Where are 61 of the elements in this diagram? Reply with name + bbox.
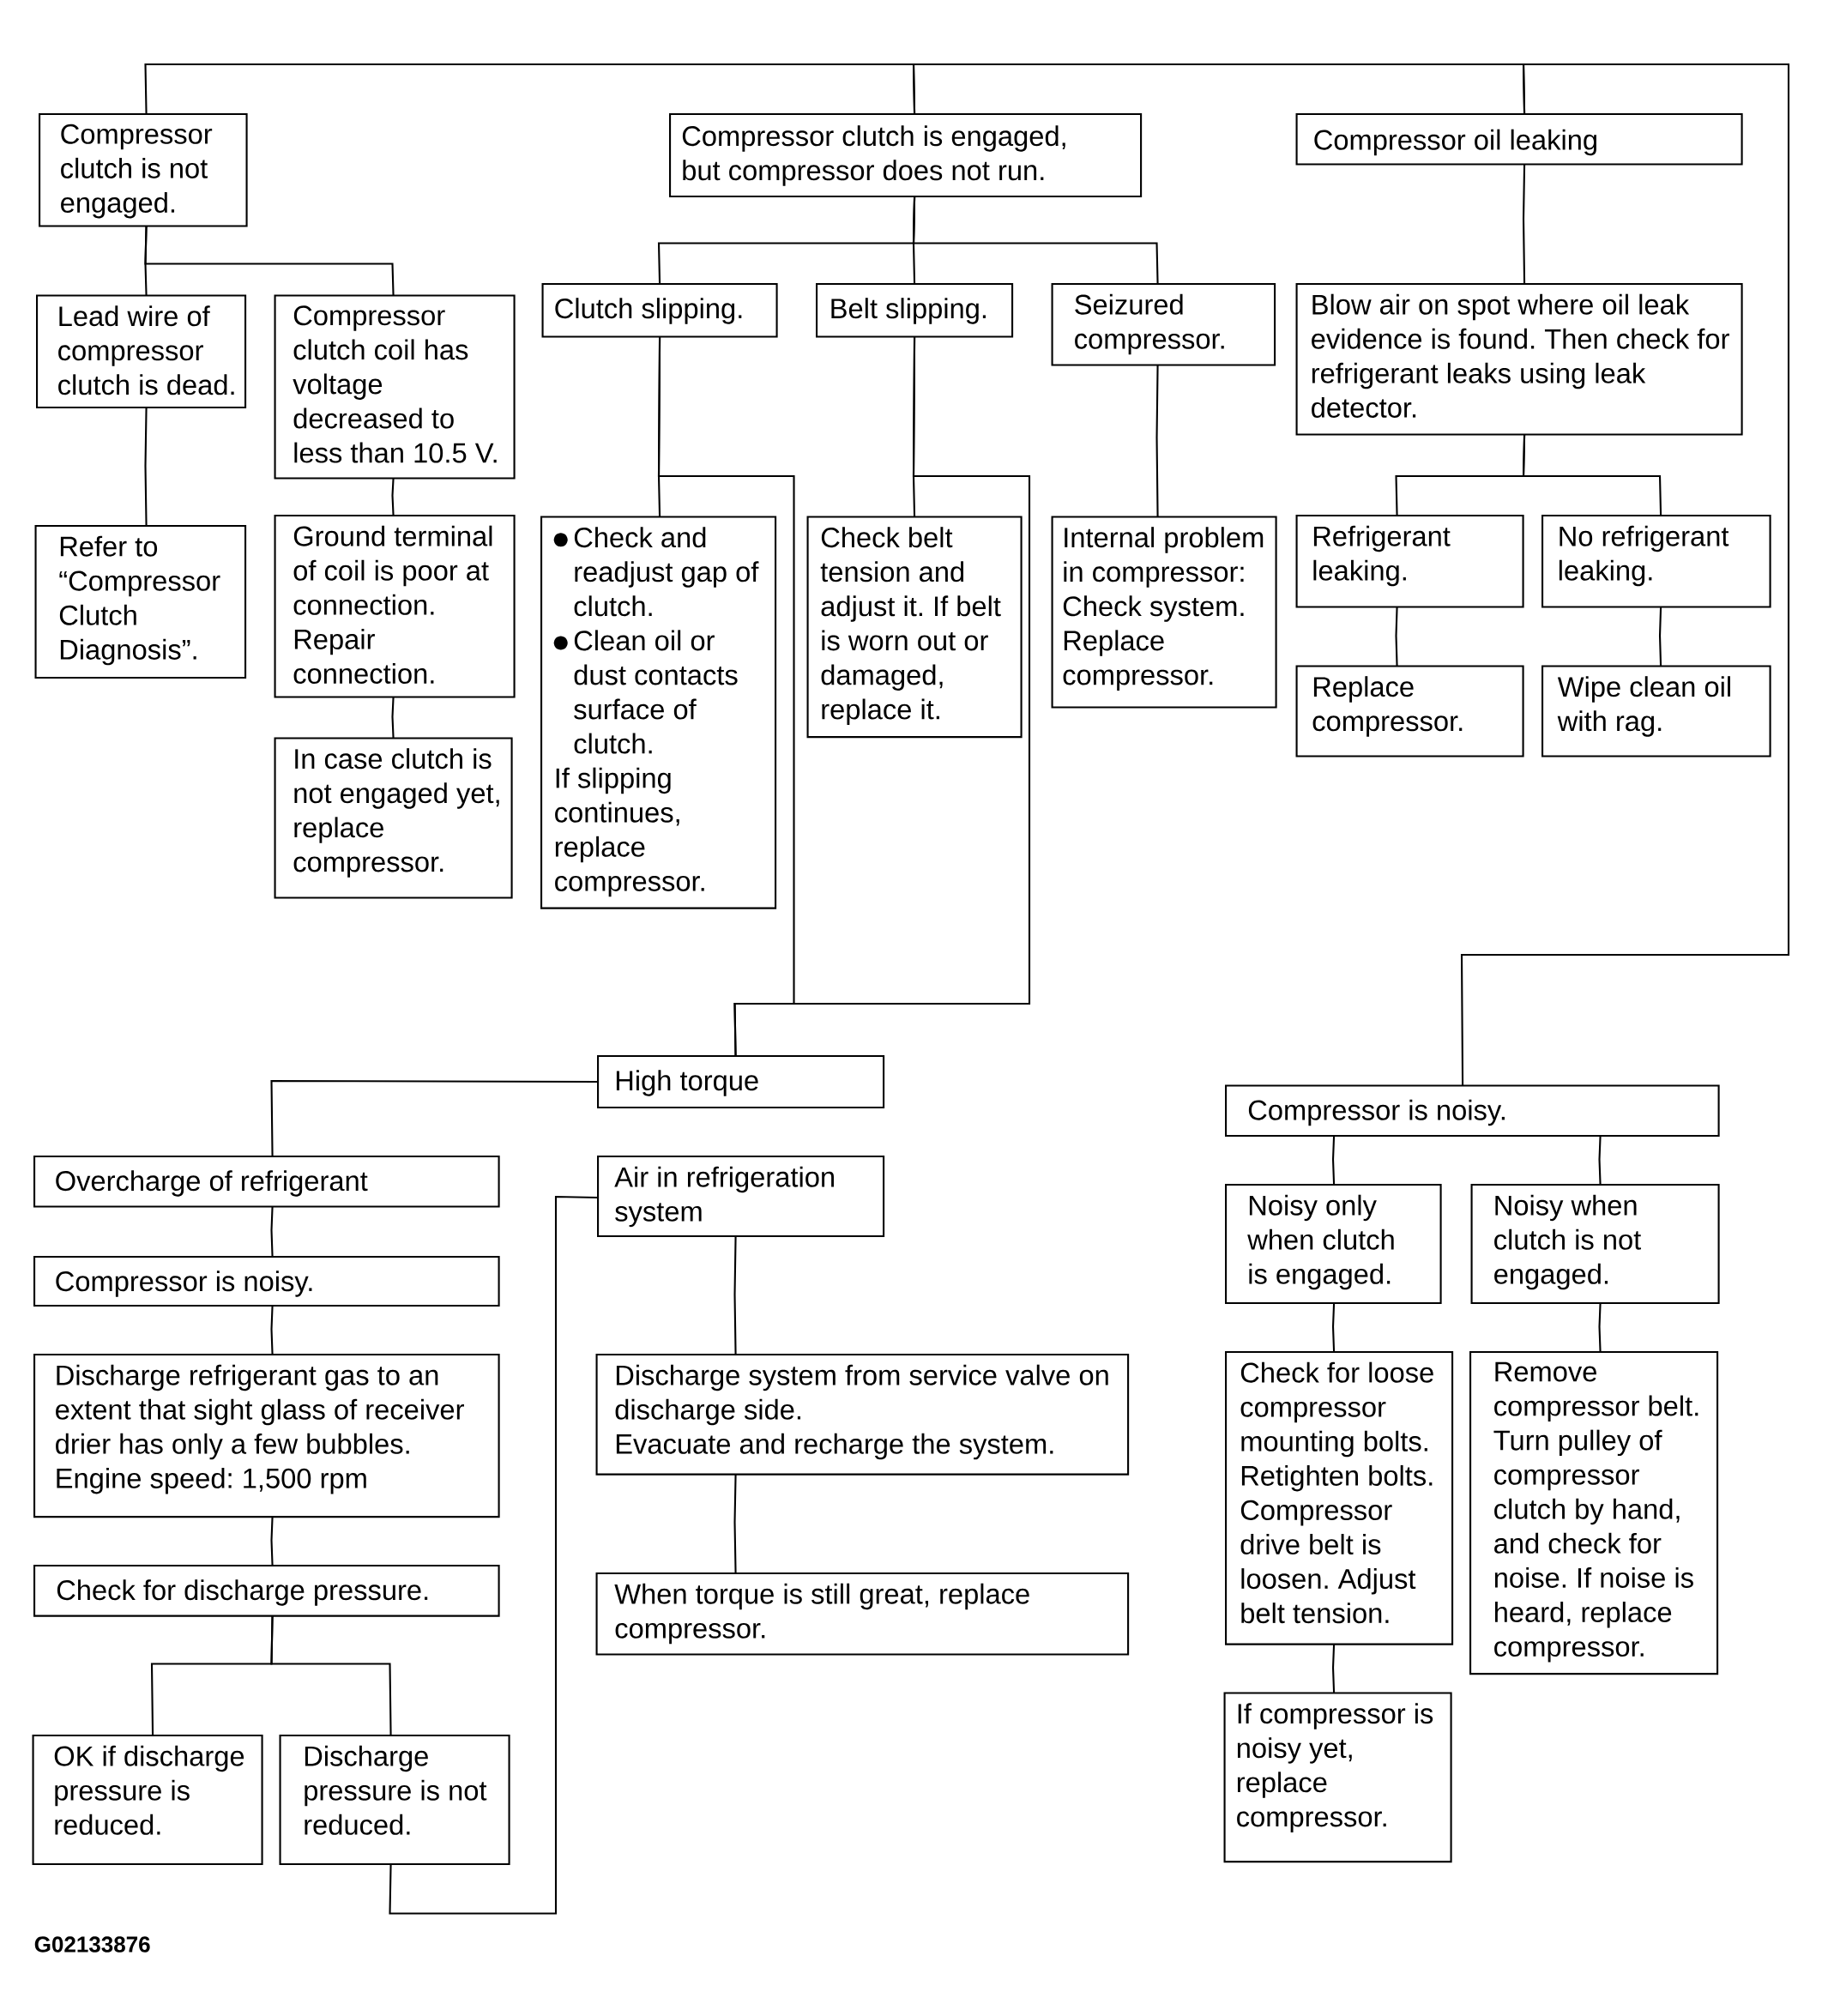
connector-line <box>1598 1303 1602 1353</box>
flowchart-box: Blow air on spot where oil leak evidence is found. Then check for refrigerant leaks using leak detector. <box>1295 283 1743 436</box>
flowchart-box: Belt slipping. <box>816 283 1014 338</box>
flowchart-box: Noisy only when clutch is engaged. <box>1225 1184 1442 1305</box>
connector-line <box>391 478 395 516</box>
connector-line <box>270 1079 599 1157</box>
flowchart-box: Internal problem in compressor: Check system. Replace compressor. <box>1051 516 1277 709</box>
flowchart-box: Compressor clutch is not engaged. <box>39 113 248 227</box>
flowchart-box: Noisy when clutch is not engaged. <box>1470 1184 1720 1305</box>
flowchart-box: Check for discharge pressure. <box>33 1565 500 1617</box>
flowchart-box: Discharge system from service valve on discharge side. Evacuate and recharge the system. <box>595 1354 1130 1476</box>
flowchart-box: Discharge refrigerant gas to an extent that sight glass of receiver drier has only a few bubbles. Engine speed: 1,500 rpm <box>33 1354 500 1518</box>
connector-line <box>144 407 148 527</box>
flowchart-box: Compressor is noisy. <box>33 1256 500 1307</box>
flowchart-box: Air in refrigeration system <box>597 1156 885 1238</box>
flowchart-box: Ground terminal of coil is poor at connection. Repair connection. <box>274 515 516 698</box>
flowchart-box: Overcharge of refrigerant <box>33 1156 500 1208</box>
connector-line <box>1331 1303 1336 1353</box>
connector-line <box>270 1306 274 1355</box>
flowchart-box: Remove compressor belt. Turn pulley of compressor clutch by hand, and check for noise. If noise is heard, replace compressor. <box>1469 1351 1719 1675</box>
flowchart-box: If compressor is noisy yet, replace compressor. <box>1223 1692 1452 1863</box>
connector-line <box>144 226 395 296</box>
flowchart-box: Check for loose compressor mounting bolts. Retighten bolts. Compressor drive belt is loosen. Adjust belt tension. <box>1225 1351 1454 1645</box>
flowchart-box: Lead wire of compressor clutch is dead. <box>36 294 247 409</box>
connector-line <box>389 1195 599 1915</box>
connector-line <box>1331 1644 1336 1693</box>
flowchart-box: Refrigerant leaking. <box>1295 515 1524 608</box>
connector-line <box>270 1517 274 1566</box>
flowchart-box: Discharge pressure is not reduced. <box>279 1735 510 1866</box>
flowchart-box: Compressor oil leaking <box>1295 113 1743 166</box>
flowchart-box: Compressor clutch coil has voltage decreased to less than 10.5 V. <box>274 294 516 480</box>
connector-line <box>1460 63 1790 1086</box>
flowchart-box: Check and readjust gap of clutch. Clean oil or dust contacts surface of clutch. If slipping continues, replace compressor. <box>540 516 777 909</box>
flowchart-box: No refrigerant leaking. <box>1541 515 1771 608</box>
connector-line <box>391 697 395 739</box>
connector-line <box>1395 607 1398 667</box>
connector-line <box>1658 607 1662 667</box>
flowchart-box: Wipe clean oil with rag. <box>1541 665 1771 758</box>
connector-line <box>912 196 1159 285</box>
figure-code: G02133876 <box>34 1936 150 1953</box>
flowchart-box: High torque <box>597 1055 885 1109</box>
connector-line <box>1522 164 1526 285</box>
flowchart-box: Clutch slipping. <box>541 283 778 338</box>
flowchart-box: Seizured compressor. <box>1051 283 1276 366</box>
connector-line <box>733 1474 737 1574</box>
connector-line <box>733 336 1031 1057</box>
connector-line <box>1598 1136 1602 1186</box>
connector-line <box>1522 434 1662 516</box>
flowchart-box: When torque is still great, replace compressor. <box>595 1572 1130 1656</box>
flowchart-box: Refer to “Compressor Clutch Diagnosis”. <box>34 525 247 679</box>
connector-line <box>270 1615 392 1736</box>
connector-line <box>270 1206 274 1258</box>
connector-line <box>1155 365 1159 517</box>
connector-line <box>1331 1136 1336 1186</box>
connector-line <box>733 1236 737 1355</box>
flowchart-box: OK if discharge pressure is reduced. <box>32 1735 263 1866</box>
flowchart-box: Compressor is noisy. <box>1225 1084 1720 1138</box>
flowchart-box: In case clutch is not engaged yet, replace compressor. <box>274 737 513 899</box>
flowchart-box: Check belt tension and adjust it. If belt is worn out or damaged, replace it. <box>806 516 1023 739</box>
flowchart-box: Compressor clutch is engaged, but compressor does not run. <box>669 113 1143 198</box>
flowchart-box: Replace compressor. <box>1295 665 1524 758</box>
